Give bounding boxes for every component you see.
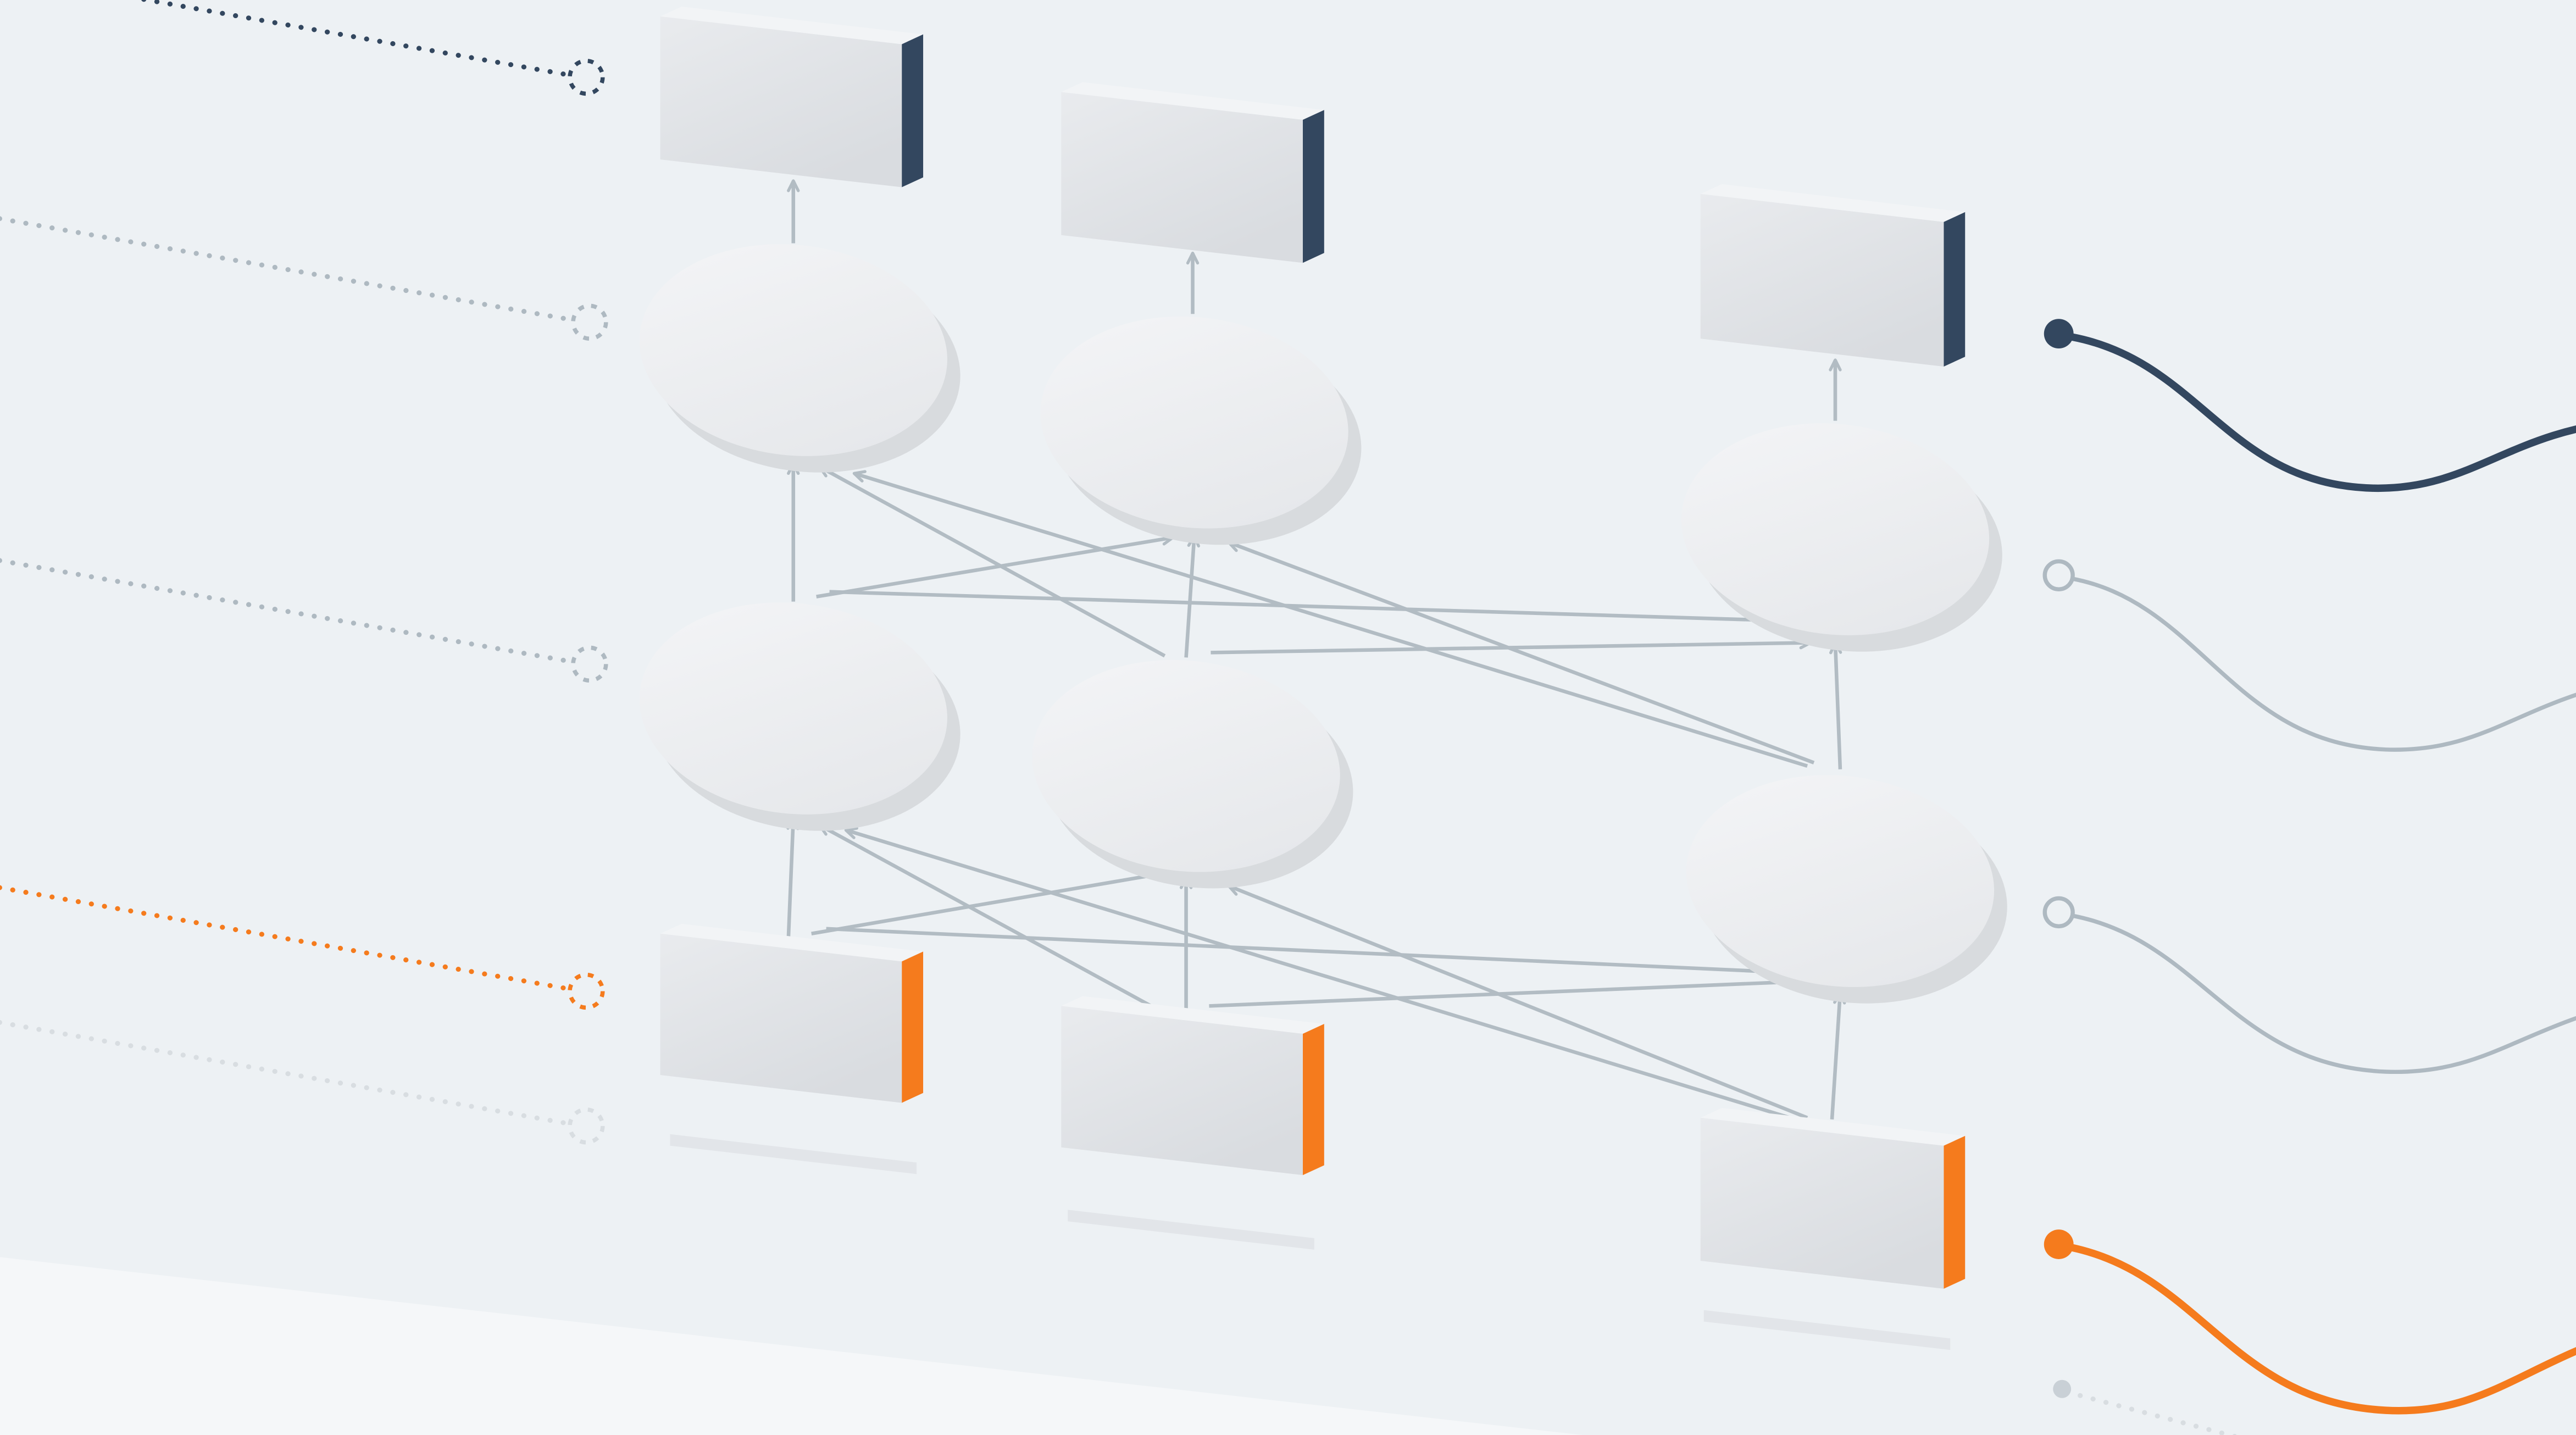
top-box-2-navy-edge (1302, 110, 1324, 263)
arrow-node-lower-2-to-node-upper-2 (1184, 534, 1200, 658)
arrow-node-lower-3-to-node-upper-3 (1829, 641, 1842, 769)
node-upper-2-face (1040, 316, 1348, 529)
top-box-3-navy-edge (1944, 212, 1966, 367)
connector-navy-dot (2044, 319, 2074, 349)
bottom-box-3 (1700, 1107, 1966, 1289)
arrow-bottom-box-1-to-node-lower-2 (811, 868, 1168, 936)
bottom-box-2-orange-edge (1302, 1024, 1324, 1176)
top-box-2-face (1061, 92, 1303, 263)
shadow-bar-2 (1068, 1210, 1314, 1250)
arrow-node-lower-3-to-node-upper-2 (1227, 540, 1815, 764)
node-upper-1-face (639, 244, 947, 456)
connector-gray-1-curve (2069, 577, 2576, 752)
bottom-box-3-face (1700, 1117, 1944, 1289)
arrow-bottom-box-1-to-node-lower-1 (786, 817, 800, 939)
top-box-3 (1700, 184, 1966, 367)
top-box-1 (660, 6, 924, 187)
node-lower-3-face (1686, 775, 1995, 987)
node-lower-1 (639, 602, 961, 831)
arrow-bottom-box-3-to-node-lower-2 (1227, 883, 1808, 1120)
arrow-bottom-box-1-to-node-lower-3 (826, 927, 1802, 979)
node-upper-1 (639, 244, 961, 473)
leader-navy-dotted-line (133, 0, 566, 77)
leader-light-dotted-line (0, 1020, 566, 1126)
node-lower-2-face (1032, 660, 1340, 872)
bottom-box-2-top-face (1061, 996, 1324, 1034)
node-lower-1-face (639, 602, 947, 815)
node-upper-3 (1681, 423, 2002, 652)
bottom-box-1-top-face (660, 923, 924, 962)
shadow-bar-1 (670, 1134, 917, 1174)
right-connectors-group (2042, 319, 2576, 1415)
arrow-bottom-box-3-to-node-lower-1 (844, 827, 1802, 1123)
top-box-1-top-face (660, 6, 924, 45)
top-box-1-navy-edge (902, 34, 924, 187)
bottom-box-3-top-face (1700, 1107, 1966, 1146)
top-box-3-face (1700, 193, 1944, 367)
small-gray-dot (2053, 1379, 2072, 1398)
connector-gray-2-curve (2069, 913, 2576, 1074)
bottom-box-1-face (660, 933, 902, 1103)
top-box-2-top-face (1061, 82, 1324, 120)
bottom-box-1 (660, 923, 924, 1103)
node-lower-2 (1032, 660, 1353, 889)
shadow-bars-group (670, 1134, 1951, 1350)
leader-light-dashed-circle (568, 1107, 605, 1145)
connector-gray-1-ring (2042, 559, 2075, 591)
box-nodes-group (660, 6, 1966, 1289)
leader-gray-1-dotted-line (0, 216, 569, 322)
node-lower-3 (1686, 775, 2007, 1004)
node-upper-3-face (1681, 423, 1990, 635)
arrow-bottom-box-3-to-node-lower-3 (1830, 991, 1846, 1120)
ellipse-nodes-group (639, 244, 2007, 1004)
connector-navy-curve (2068, 333, 2576, 492)
leader-gray-2-dotted-line (0, 558, 569, 663)
connector-orange-dot (2044, 1229, 2074, 1259)
arrow-bottom-box-2-to-node-lower-3 (1209, 975, 1806, 1008)
leader-lines-group (0, 0, 608, 1145)
leader-gray-1-dashed-circle (571, 303, 608, 341)
leader-navy-dashed-circle (568, 58, 605, 96)
connection-arrows-group (786, 179, 1846, 1123)
leader-orange-dashed-circle (568, 972, 605, 1010)
node-upper-2 (1040, 316, 1362, 545)
arrow-node-lower-1-to-node-upper-2 (816, 533, 1175, 599)
arrow-node-lower-1-to-node-upper-3 (829, 590, 1806, 628)
top-box-1-face (660, 16, 902, 187)
arrow-node-lower-3-to-node-upper-1 (852, 470, 1808, 768)
top-box-3-top-face (1700, 184, 1966, 222)
bottom-box-2 (1061, 996, 1324, 1176)
connector-orange-curve (2068, 1244, 2576, 1415)
arrow-node-lower-2-to-node-upper-1 (818, 465, 1166, 658)
bottom-box-1-orange-edge (902, 951, 924, 1103)
connector-gray-2-ring (2042, 896, 2075, 929)
bottom-box-2-face (1061, 1006, 1303, 1176)
bottom-box-3-orange-edge (1944, 1135, 1966, 1289)
leader-gray-2-dashed-circle (571, 645, 608, 683)
bottom-dotted-tail (2078, 1393, 2239, 1435)
tail-dot-group (2053, 1379, 2239, 1435)
top-box-2 (1061, 82, 1324, 263)
shadow-bar-3 (1703, 1310, 1951, 1350)
arrow-bottom-box-2-to-node-lower-1 (818, 823, 1164, 1015)
leader-orange-dotted-line (0, 885, 566, 990)
